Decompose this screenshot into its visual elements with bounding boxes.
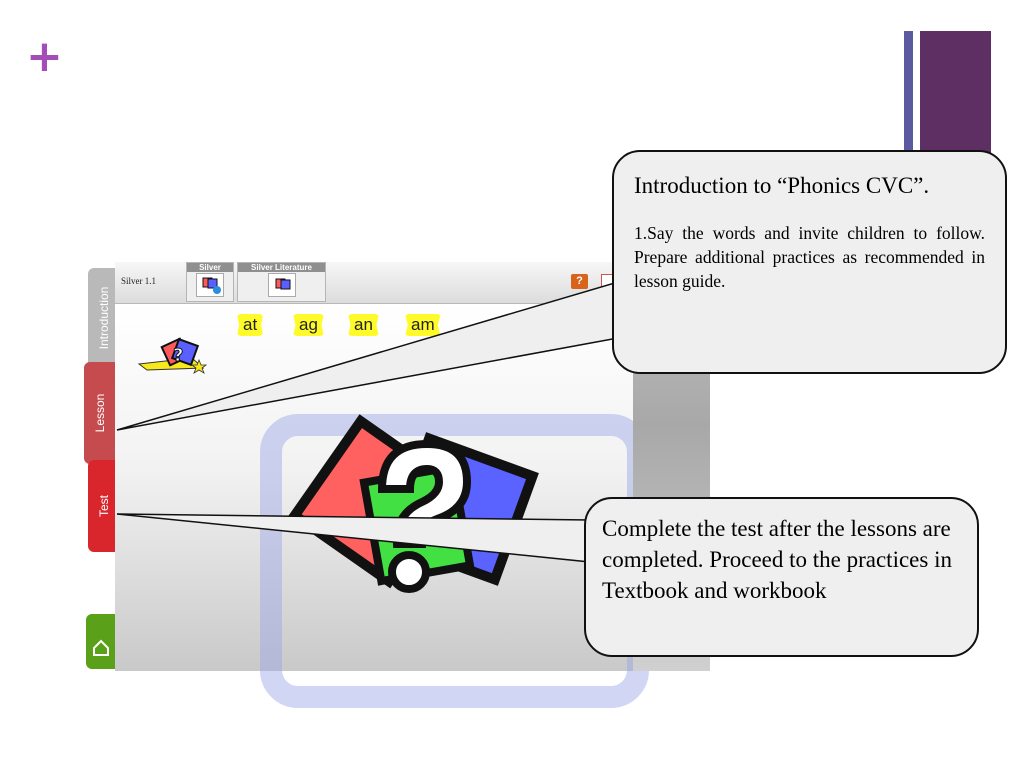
word-label: ag [299, 315, 318, 334]
tab-home[interactable] [86, 614, 116, 669]
tab-test[interactable]: Test [88, 460, 120, 552]
word-chip[interactable]: ag [293, 314, 324, 336]
app-header: Silver 1.1 Silver Silver Literature ? [115, 262, 633, 304]
word-label: am [411, 315, 435, 334]
word-label: at [243, 315, 258, 334]
home-icon [93, 639, 109, 656]
svg-text:?: ? [173, 345, 183, 366]
tab-introduction[interactable]: Introduction [88, 268, 120, 368]
app-title: Silver 1.1 [121, 276, 156, 286]
callout-test: Complete the test after the lessons are … [584, 497, 979, 657]
app-content-area: ? at ag an am [115, 304, 649, 708]
header-tab-silver[interactable]: Silver [186, 262, 234, 302]
help-button[interactable]: ? [571, 274, 588, 289]
callout-title: Introduction to “Phonics CVC”. [634, 173, 930, 198]
header-tab-label: Silver [187, 263, 233, 272]
decor-bar-thin [904, 31, 913, 191]
header-tab-silver-literature[interactable]: Silver Literature [237, 262, 326, 302]
slide-plus-mark: + [26, 31, 63, 82]
thumbnail-icon [196, 273, 224, 297]
phonics-logo-icon: ? [137, 337, 208, 374]
callout-introduction: Introduction to “Phonics CVC”. 1.Say the… [612, 150, 1007, 374]
word-chip[interactable]: at [237, 314, 264, 336]
callout-body: Complete the test after the lessons are … [602, 516, 952, 603]
header-tab-label: Silver Literature [238, 263, 325, 272]
tab-lesson[interactable]: Lesson [84, 362, 116, 464]
thumbnail-icon [267, 273, 296, 297]
word-chip[interactable]: an [348, 314, 379, 336]
word-chip[interactable]: am [405, 314, 441, 336]
callout-body: 1.Say the words and invite children to f… [634, 223, 985, 291]
word-label: an [354, 315, 373, 334]
